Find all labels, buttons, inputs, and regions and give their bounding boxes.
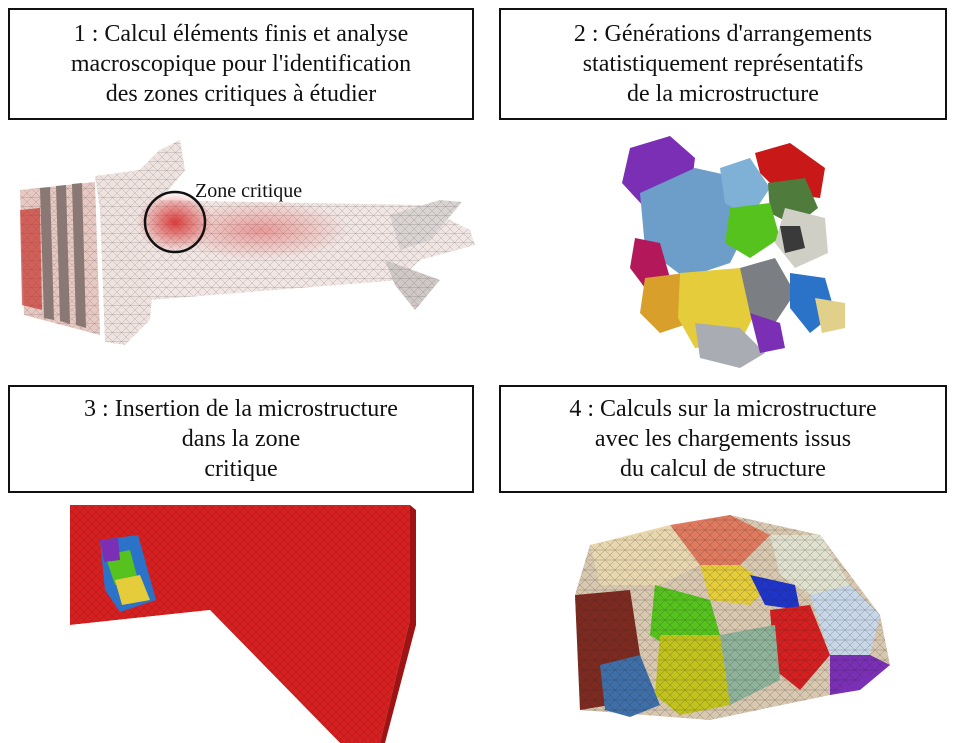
microstructure-loading-image bbox=[575, 515, 890, 720]
step-2-line-1: 2 : Générations d'arrangements bbox=[573, 21, 873, 47]
step-4-line-3: du calcul de structure bbox=[620, 456, 826, 482]
step-2-line-2: statistiquement représentatifs bbox=[582, 51, 864, 77]
zone-critique-label: Zone critique bbox=[195, 180, 303, 202]
step-1-line-1: 1 : Calcul éléments finis et analyse bbox=[73, 21, 409, 47]
step-3-line-3: critique bbox=[204, 456, 278, 482]
grain-arrangement-image bbox=[622, 136, 845, 368]
step-2-line-3: de la microstructure bbox=[627, 81, 819, 107]
step-3-line-2: dans la zone bbox=[181, 426, 301, 452]
step-1-box: 1 : Calcul éléments finis et analyse mac… bbox=[8, 8, 474, 120]
step-2-box: 2 : Générations d'arrangements statistiq… bbox=[499, 8, 947, 120]
turbine-blade-mesh-image bbox=[20, 140, 475, 345]
step-4-box: 4 : Calculs sur la microstructure avec l… bbox=[499, 385, 947, 493]
step-1-line-2: macroscopique pour l'identification bbox=[70, 51, 412, 77]
step-3-box: 3 : Insertion de la microstructure dans … bbox=[8, 385, 474, 493]
step-1-line-3: des zones critiques à étudier bbox=[105, 81, 377, 107]
step-4-line-1: 4 : Calculs sur la microstructure bbox=[569, 396, 877, 422]
step-4-line-2: avec les chargements issus bbox=[594, 426, 852, 452]
microstructure-insertion-image bbox=[70, 505, 416, 743]
step-3-line-1: 3 : Insertion de la microstructure bbox=[84, 396, 398, 422]
